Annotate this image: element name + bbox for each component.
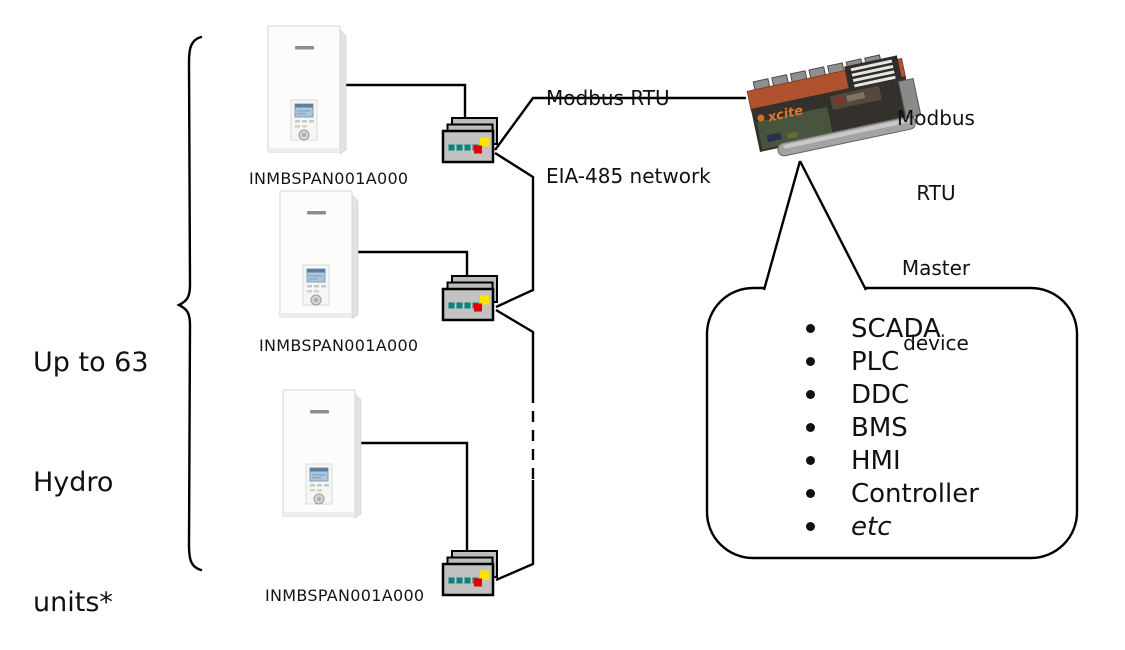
master-label-line3: Master <box>901 256 971 280</box>
bullet-icon <box>806 522 815 531</box>
gateway-1-icon <box>441 116 499 164</box>
master-label-line2: RTU <box>916 181 956 205</box>
bubble-item: etc <box>806 510 1056 543</box>
speech-bubble <box>705 160 1079 560</box>
bubble-item-label: BMS <box>851 412 908 443</box>
brace-label: Up to 63 Hydro units* <box>33 263 149 650</box>
bubble-item: BMS <box>806 411 1056 444</box>
bullet-icon <box>806 390 815 399</box>
unit-3-label: INMBSPAN001A000 <box>265 586 425 605</box>
hydro-unit-3-illustration <box>282 389 362 519</box>
wire-unit2-gateway2 <box>352 250 469 276</box>
network-label-line1: Modbus RTU <box>546 86 670 110</box>
bubble-item-label: etc <box>851 511 892 542</box>
bubble-item: SCADA <box>806 312 1056 345</box>
bubble-item-label: Controller <box>851 478 979 509</box>
unit-1-label: INMBSPAN001A000 <box>249 169 409 188</box>
network-label-line2: EIA-485 network <box>546 164 711 188</box>
wire-gateway1-bus-to-master <box>494 96 746 151</box>
unit-2-label: INMBSPAN001A000 <box>259 336 419 355</box>
bubble-item: HMI <box>806 444 1056 477</box>
master-device-photo: xcite <box>746 54 922 157</box>
gateway-3-icon <box>441 549 499 597</box>
brace-label-line2: Hydro <box>33 467 114 498</box>
bullet-icon <box>806 357 815 366</box>
bubble-item-list: SCADA PLC DDC BMS HMI Controller etc <box>806 312 1056 543</box>
bubble-item: PLC <box>806 345 1056 378</box>
bullet-icon <box>806 423 815 432</box>
wire-gateway2-down <box>495 308 535 392</box>
brace-label-line3: units* <box>33 587 113 618</box>
bullet-icon <box>806 456 815 465</box>
master-device-label: Modbus RTU Master device <box>866 56 1006 406</box>
brace-label-line1: Up to 63 <box>33 347 149 378</box>
brace <box>176 35 203 572</box>
bullet-icon <box>806 324 815 333</box>
wire-down-to-gateway3 <box>495 480 535 582</box>
master-device-brand: xcite <box>766 103 805 125</box>
hydro-unit-2-illustration <box>279 190 359 320</box>
bullet-icon <box>806 489 815 498</box>
master-label-line1: Modbus <box>897 106 975 130</box>
bubble-item-label: SCADA <box>851 313 941 344</box>
bubble-item: Controller <box>806 477 1056 510</box>
bubble-item-label: DDC <box>851 379 910 410</box>
bubble-item-label: HMI <box>851 445 901 476</box>
bubble-item: DDC <box>806 378 1056 411</box>
master-label-line4: device <box>903 331 969 355</box>
wire-unit3-gateway3 <box>355 441 469 551</box>
bubble-item-label: PLC <box>851 346 900 377</box>
wire-gateway1-to-gateway2 <box>494 151 535 309</box>
gateway-2-icon <box>441 274 499 322</box>
wire-unit1-gateway1 <box>340 83 467 118</box>
network-label: Modbus RTU EIA-485 network <box>546 33 711 241</box>
hydro-unit-1-illustration <box>267 25 347 155</box>
